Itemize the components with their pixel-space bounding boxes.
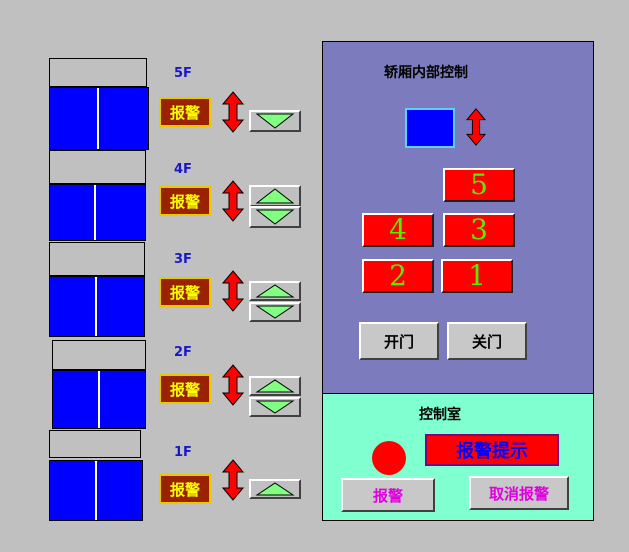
cancel-alarm-button[interactable]: 取消报警 — [469, 476, 569, 510]
down-triangle-icon — [255, 400, 295, 414]
up-down-arrow-icon — [222, 270, 244, 312]
floor-3-shaft — [49, 242, 145, 337]
floor-4-shaft — [49, 150, 146, 241]
down-triangle-icon — [255, 305, 295, 319]
shaft-cap — [49, 242, 145, 276]
up-down-arrow-icon — [222, 364, 244, 406]
up-down-arrow-icon — [222, 459, 244, 501]
elevator-doors — [49, 276, 145, 337]
control-room-title: 控制室 — [419, 407, 461, 423]
shaft-cap — [49, 150, 146, 184]
up-down-arrow-icon — [222, 180, 244, 222]
elevator-doors — [49, 87, 149, 150]
up-triangle-icon — [255, 379, 295, 393]
floor-1-shaft — [49, 430, 143, 521]
floor-3-alarm-button[interactable]: 报警 — [159, 277, 211, 307]
up-triangle-icon — [255, 188, 295, 204]
floor-label-4: 4F — [174, 162, 192, 177]
elevator-doors — [49, 184, 146, 241]
floor-button-4[interactable]: 4 — [362, 213, 434, 247]
car-panel-title: 轿厢内部控制 — [384, 65, 468, 81]
floor-button-3[interactable]: 3 — [443, 213, 515, 247]
up-triangle-icon — [255, 284, 295, 298]
shaft-cap — [52, 340, 146, 370]
floor-2-alarm-button[interactable]: 报警 — [159, 374, 211, 404]
floor-label-5: 5F — [174, 66, 192, 81]
car-indicator — [405, 108, 455, 148]
elevator-doors — [49, 460, 143, 521]
up-triangle-icon — [255, 482, 295, 496]
floor-label-1: 1F — [174, 445, 192, 460]
up-down-arrow-icon — [222, 91, 244, 133]
floor-5-down-button[interactable] — [249, 110, 301, 132]
floor-5-shaft — [49, 58, 149, 150]
open-door-button[interactable]: 开门 — [359, 322, 439, 360]
floor-label-3: 3F — [174, 252, 192, 267]
floor-button-2[interactable]: 2 — [362, 259, 434, 293]
shaft-cap — [49, 58, 147, 87]
alarm-button[interactable]: 报警 — [341, 478, 435, 512]
floor-1-alarm-button[interactable]: 报警 — [159, 474, 211, 504]
floor-5-alarm-button[interactable]: 报警 — [159, 97, 211, 127]
floor-button-5[interactable]: 5 — [443, 168, 515, 202]
shaft-cap — [49, 430, 141, 458]
floor-4-down-button[interactable] — [249, 206, 301, 228]
alarm-lamp — [372, 441, 406, 475]
floor-1-up-button[interactable] — [249, 479, 301, 499]
floor-label-2: 2F — [174, 345, 192, 360]
up-down-arrow-icon — [466, 108, 486, 146]
floor-2-up-button[interactable] — [249, 376, 301, 396]
floor-2-shaft — [52, 340, 146, 429]
alarm-display: 报警提示 — [425, 434, 559, 466]
floor-3-up-button[interactable] — [249, 281, 301, 301]
down-triangle-icon — [255, 113, 295, 129]
floor-3-down-button[interactable] — [249, 302, 301, 322]
floor-2-down-button[interactable] — [249, 397, 301, 417]
elevator-doors — [52, 370, 146, 429]
close-door-button[interactable]: 关门 — [447, 322, 527, 360]
floor-4-up-button[interactable] — [249, 185, 301, 207]
floor-4-alarm-button[interactable]: 报警 — [159, 186, 211, 216]
down-triangle-icon — [255, 209, 295, 225]
floor-button-1[interactable]: 1 — [441, 259, 513, 293]
